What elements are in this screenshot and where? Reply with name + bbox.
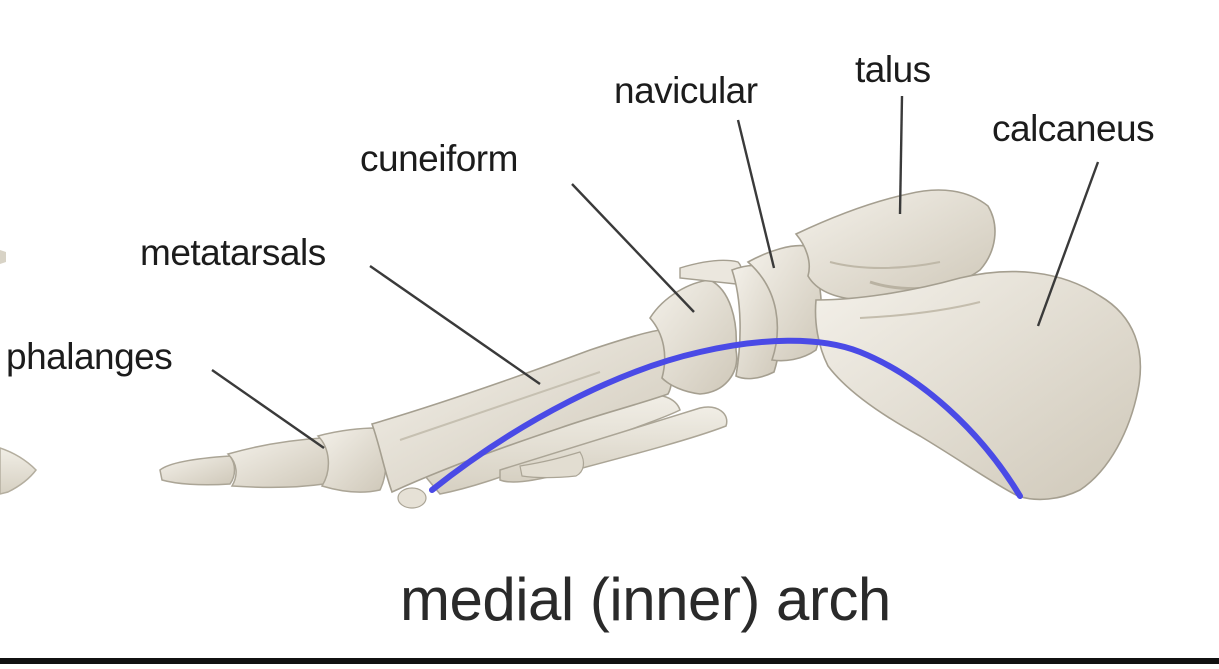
left-edge-bone-fragment <box>0 250 37 495</box>
calcaneus-leader-line <box>1036 161 1100 327</box>
calcaneus-bone <box>814 270 1142 501</box>
phalanges-leader-line <box>211 369 325 449</box>
metatarsals-leader-line <box>369 265 541 385</box>
leader-lines <box>211 95 1100 449</box>
metatarsal-bone <box>370 329 673 494</box>
bottom-border <box>0 658 1219 664</box>
talus-label: talus <box>855 49 931 90</box>
metatarsals-label: metatarsals <box>140 232 326 273</box>
phalanges-bones <box>159 427 427 509</box>
cuneiform-bones <box>649 259 783 395</box>
medial-arch-curve <box>429 337 1023 499</box>
navicular-label: navicular <box>614 70 758 111</box>
navicular-bone <box>746 244 823 362</box>
cuneiform-label: cuneiform <box>360 138 518 179</box>
lateral-toe-bones <box>418 394 728 495</box>
talus-leader-line <box>898 95 904 215</box>
calcaneus-label: calcaneus <box>992 108 1155 149</box>
navicular-leader-line <box>736 119 776 269</box>
cuneiform-leader-line <box>571 183 695 313</box>
diagram-caption: medial (inner) arch <box>400 566 891 633</box>
phalanges-label: phalanges <box>6 336 173 377</box>
